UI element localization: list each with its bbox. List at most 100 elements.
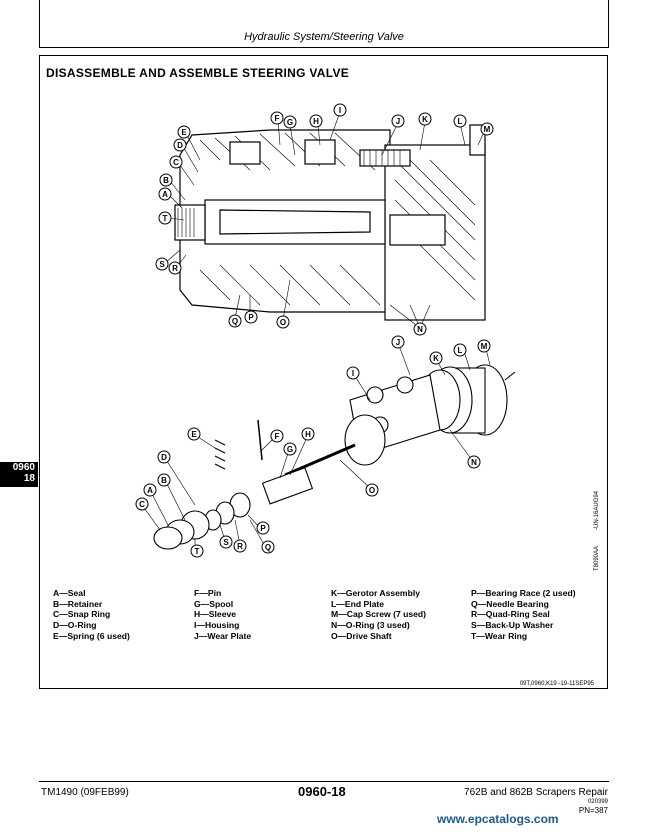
svg-text:A: A — [147, 486, 153, 495]
footer-pn: PN=387 — [578, 806, 608, 815]
svg-text:E: E — [181, 128, 187, 137]
section-title: DISASSEMBLE AND ASSEMBLE STEERING VALVE — [46, 66, 350, 80]
svg-text:K: K — [433, 354, 439, 363]
svg-text:K: K — [422, 115, 428, 124]
watermark: www.epcatalogs.com — [437, 812, 559, 826]
figure-reference-code: 09T,0960,K19 -19-11SEP95 — [519, 681, 594, 687]
callout-r-2: R — [233, 539, 247, 553]
callout-i: I — [333, 103, 347, 117]
legend-column-3: K—Gerotor Assembly L—End Plate M—Cap Scr… — [331, 588, 426, 641]
header-rule-bottom — [39, 47, 609, 48]
svg-text:N: N — [417, 325, 423, 334]
svg-text:Q: Q — [232, 317, 238, 326]
legend-item: M—Cap Screw (7 used) — [331, 609, 427, 620]
svg-text:I: I — [339, 106, 341, 115]
figure-code-vertical-2: T8090AA — [594, 545, 600, 571]
callout-n: N — [413, 322, 427, 336]
callout-d-2: D — [157, 450, 171, 464]
callout-q-2: Q — [261, 540, 275, 554]
svg-text:M: M — [484, 125, 491, 134]
legend-item: N—O-Ring (3 used) — [331, 620, 410, 631]
steering-valve-illustration: E D C B A T S R F G H I J K L M Q P O N … — [135, 103, 516, 558]
manual-code: TM1490 (09FEB99) — [41, 787, 129, 798]
svg-text:O: O — [280, 318, 286, 327]
callout-i-2: I — [346, 366, 360, 380]
header-rule-left — [39, 0, 40, 48]
legend-item: E—Spring (6 used) — [53, 630, 130, 641]
callout-a-2: A — [143, 483, 157, 497]
legend-item: A—Seal — [53, 588, 86, 598]
callout-k-2: K — [429, 351, 443, 365]
legend-item: S—Back-Up Washer — [471, 620, 554, 631]
svg-text:C: C — [173, 158, 179, 167]
callout-leaders-exploded — [141, 342, 491, 547]
legend-item: B—Retainer — [53, 598, 103, 609]
callout-j-2: J — [391, 335, 405, 349]
svg-text:E: E — [191, 430, 197, 439]
footer-rule — [39, 781, 609, 782]
callout-j: J — [391, 114, 405, 128]
svg-text:I: I — [352, 369, 354, 378]
callout-a: A — [158, 187, 172, 201]
svg-text:G: G — [287, 445, 293, 454]
svg-text:H: H — [305, 430, 311, 439]
svg-text:N: N — [471, 458, 477, 467]
svg-text:T: T — [163, 214, 168, 223]
callout-o: O — [276, 315, 290, 329]
callout-m-2: M — [477, 339, 491, 353]
section-tab: 0960 18 — [0, 462, 38, 487]
callout-t: T — [158, 211, 172, 225]
svg-text:A: A — [162, 190, 168, 199]
legend-item: C—Snap Ring — [53, 609, 111, 620]
legend-item: P—Bearing Race (2 used) — [471, 588, 576, 598]
legend-item: T—Wear Ring — [471, 630, 528, 641]
svg-text:L: L — [458, 117, 463, 126]
svg-text:P: P — [248, 313, 254, 322]
callout-m: M — [480, 122, 494, 136]
running-header: Hydraulic System/Steering Valve — [244, 31, 404, 43]
svg-text:M: M — [481, 342, 488, 351]
callout-l-2: L — [453, 343, 467, 357]
svg-text:H: H — [313, 117, 319, 126]
section-tab-line2: 18 — [23, 473, 35, 484]
callout-s: S — [155, 257, 169, 271]
svg-text:C: C — [139, 500, 145, 509]
legend-item: L—End Plate — [331, 598, 385, 609]
callout-q: Q — [228, 314, 242, 328]
svg-text:O: O — [369, 486, 375, 495]
svg-text:D: D — [161, 453, 167, 462]
legend-item: I—Housing — [194, 620, 240, 631]
svg-text:D: D — [177, 141, 183, 150]
callout-c-2: C — [135, 497, 149, 511]
callout-r: R — [168, 261, 182, 275]
callout-k: K — [418, 112, 432, 126]
legend-item: G—Spool — [194, 598, 234, 609]
page-number: 0960-18 — [298, 784, 346, 799]
svg-text:T: T — [195, 547, 200, 556]
callout-d: D — [173, 138, 187, 152]
callouts-exploded: I J K L M N O H G F E D B A C T S R P Q — [135, 335, 491, 558]
figure-panel — [39, 55, 608, 689]
legend-item: J—Wear Plate — [194, 630, 252, 641]
legend-item: H—Sleeve — [194, 609, 237, 620]
svg-text:R: R — [172, 264, 178, 273]
footer-date-code: 020399 — [587, 799, 608, 805]
callout-f-2: F — [270, 429, 284, 443]
legend-column-1: A—Seal B—Retainer C—Snap Ring D—O-Ring E… — [53, 588, 130, 641]
callouts-top: E D C B A T S R F G H I J K L M Q P O N — [155, 103, 494, 336]
figure-code-vertical-1: -UN-16AUG94 — [594, 490, 600, 530]
header-rule-right — [608, 0, 609, 48]
callout-p-2: P — [256, 521, 270, 535]
legend-item: O—Drive Shaft — [331, 630, 392, 641]
section-tab-line1: 0960 — [12, 462, 35, 473]
cross-section-view — [174, 124, 486, 321]
callout-e: E — [177, 125, 191, 139]
callout-h: H — [309, 114, 323, 128]
callout-l: L — [453, 114, 467, 128]
legend-item: R—Quad-Ring Seal — [471, 609, 550, 620]
callout-f: F — [270, 111, 284, 125]
svg-text:F: F — [275, 432, 280, 441]
callout-n-2: N — [467, 455, 481, 469]
callout-g-2: G — [283, 442, 297, 456]
callout-p: P — [244, 310, 258, 324]
